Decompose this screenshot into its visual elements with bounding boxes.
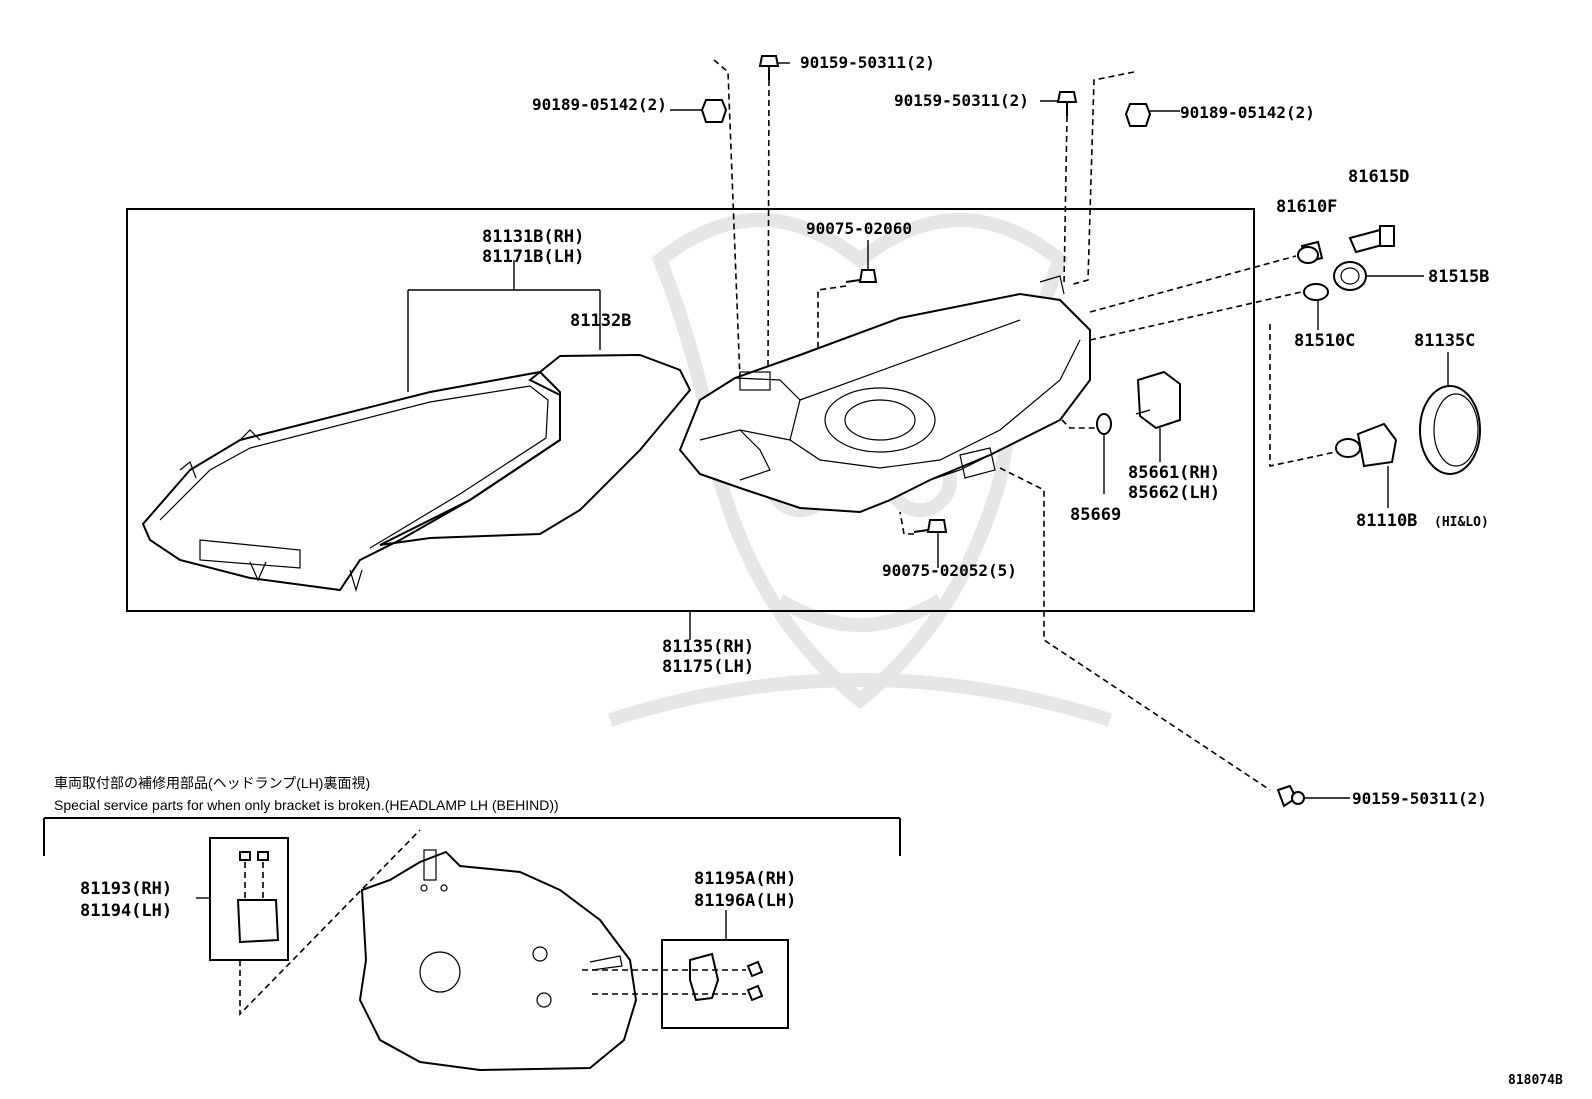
- label-bracket2-rh: 81195A(RH): [694, 869, 796, 889]
- label-clip-top-left: 90189-05142(2): [532, 95, 667, 114]
- bulb-81615d-icon: [1348, 225, 1395, 254]
- label-bulb-main-note: (HI&LO): [1434, 515, 1489, 530]
- note-english: Special service parts for when only brac…: [54, 797, 559, 813]
- label-bulb-main: 81110B: [1356, 511, 1417, 531]
- label-bulb-small: 81615D: [1348, 167, 1409, 187]
- screw-lower-icon: [913, 519, 948, 568]
- bracket-81195a-icon: [689, 952, 764, 1002]
- cover-81135c-icon: [1419, 352, 1481, 475]
- socket-81515b-icon: [1333, 261, 1424, 291]
- clip-top-left-icon: [670, 99, 728, 123]
- bracket-81193-icon: [236, 851, 280, 944]
- screw-upper-icon: [845, 240, 878, 283]
- bracket-81193-box: [209, 837, 289, 961]
- label-bolt-top-right: 90159-50311(2): [894, 91, 1029, 110]
- label-bolt-top-center: 90159-50311(2): [800, 53, 935, 72]
- headlamp-back-outline: [358, 849, 638, 1072]
- label-oring: 85669: [1070, 505, 1121, 525]
- label-unit-rh: 85661(RH): [1128, 463, 1220, 483]
- label-bolt-bottom-right: 90159-50311(2): [1352, 789, 1487, 808]
- label-cover: 81135C: [1414, 331, 1475, 351]
- label-bracket1-rh: 81193(RH): [80, 879, 172, 899]
- label-unit-lh: 85662(LH): [1128, 483, 1220, 503]
- label-screw-lower: 90075-02052(5): [882, 561, 1017, 580]
- bulb-81610f-icon: [1297, 240, 1324, 264]
- label-assy-lh: 81175(LH): [662, 657, 754, 677]
- label-gasket: 81132B: [570, 311, 631, 331]
- bulb-81110b-icon: [1335, 422, 1398, 508]
- bolt-top-center-icon: [758, 55, 790, 80]
- label-lens-rh: 81131B(RH): [482, 227, 584, 247]
- oring-85669-icon: [1096, 413, 1112, 494]
- module-85661-icon: [1135, 370, 1181, 462]
- bracket-81195a-box: [661, 939, 789, 1029]
- label-bulb-c: 81510C: [1294, 331, 1355, 351]
- label-socket-small: 81610F: [1276, 197, 1337, 217]
- bolt-bottom-right-icon: [1276, 784, 1350, 808]
- label-socket-b: 81515B: [1428, 267, 1489, 287]
- lens-gasket: [379, 353, 692, 546]
- label-bracket1-lh: 81194(LH): [80, 901, 172, 921]
- clip-top-right-icon: [1124, 103, 1180, 127]
- label-clip-top-right: 90189-05142(2): [1180, 103, 1315, 122]
- label-assy-rh: 81135(RH): [662, 637, 754, 657]
- label-lens-lh: 81171B(LH): [482, 247, 584, 267]
- note-japanese: 車両取付部の補修用部品(ヘッドランプ(LH)裏面視): [54, 775, 370, 791]
- label-screw-upper: 90075-02060: [806, 219, 912, 238]
- headlamp-housing: [678, 275, 1091, 514]
- bolt-top-right-icon: [1040, 91, 1078, 116]
- bulb-81510c-icon: [1303, 283, 1329, 330]
- label-bracket2-lh: 81196A(LH): [694, 891, 796, 911]
- diagram-code: 818074B: [1508, 1073, 1563, 1088]
